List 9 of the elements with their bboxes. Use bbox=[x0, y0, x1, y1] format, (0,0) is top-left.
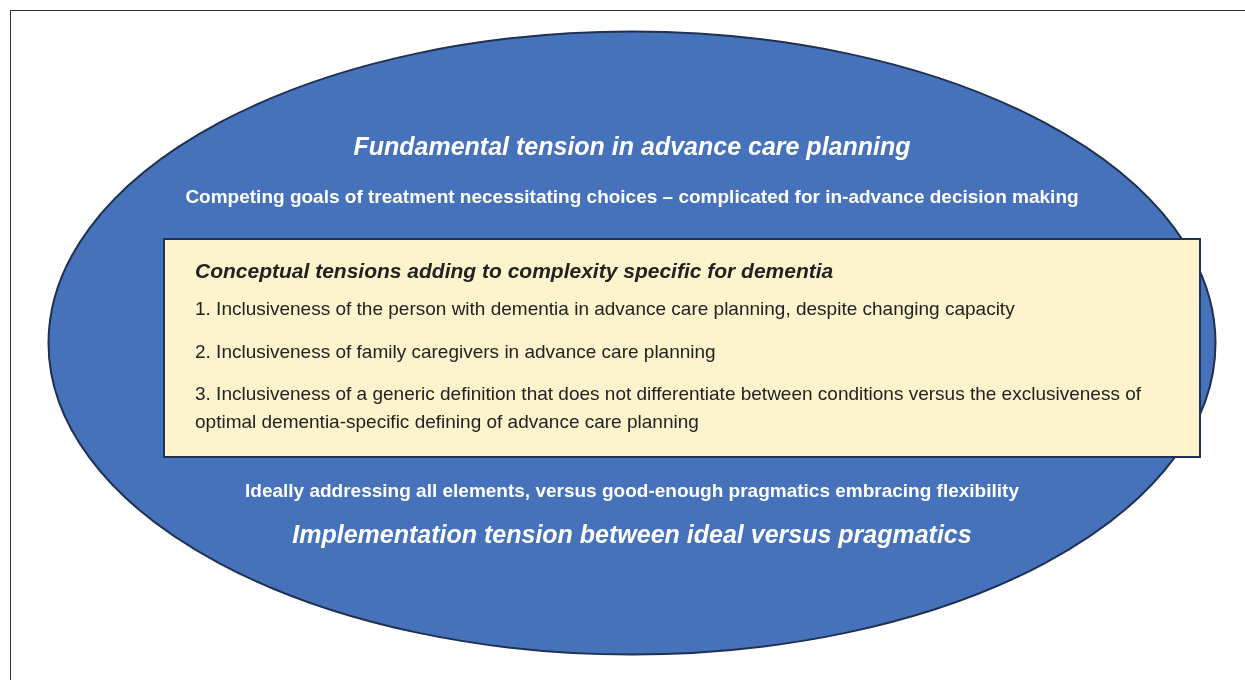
list-item: 3. Inclusiveness of a generic definition that does not differentiate between conditions versus the exclusiveness of optimal dementia-specific defining of advance care planning bbox=[195, 382, 1142, 434]
ellipse-subtitle: Competing goals of treatment necessitating choices – complicated for in-advance decision making bbox=[184, 186, 1080, 208]
ellipse-heading: Fundamental tension in advance care planning bbox=[352, 132, 912, 161]
ellipse-heading: Implementation tension between ideal versus pragmatics bbox=[291, 520, 973, 549]
ellipse-subtitle: Ideally addressing all elements, versus good-enough pragmatics embracing flexibility bbox=[244, 480, 1020, 502]
list-item: 2. Inclusiveness of family caregivers in advance care planning bbox=[195, 340, 717, 364]
tension-box bbox=[163, 238, 1201, 458]
box-heading: Conceptual tensions adding to complexity specific for dementia bbox=[195, 258, 835, 284]
list-item: 1. Inclusiveness of the person with dementia in advance care planning, despite changing capacity bbox=[195, 297, 1016, 321]
